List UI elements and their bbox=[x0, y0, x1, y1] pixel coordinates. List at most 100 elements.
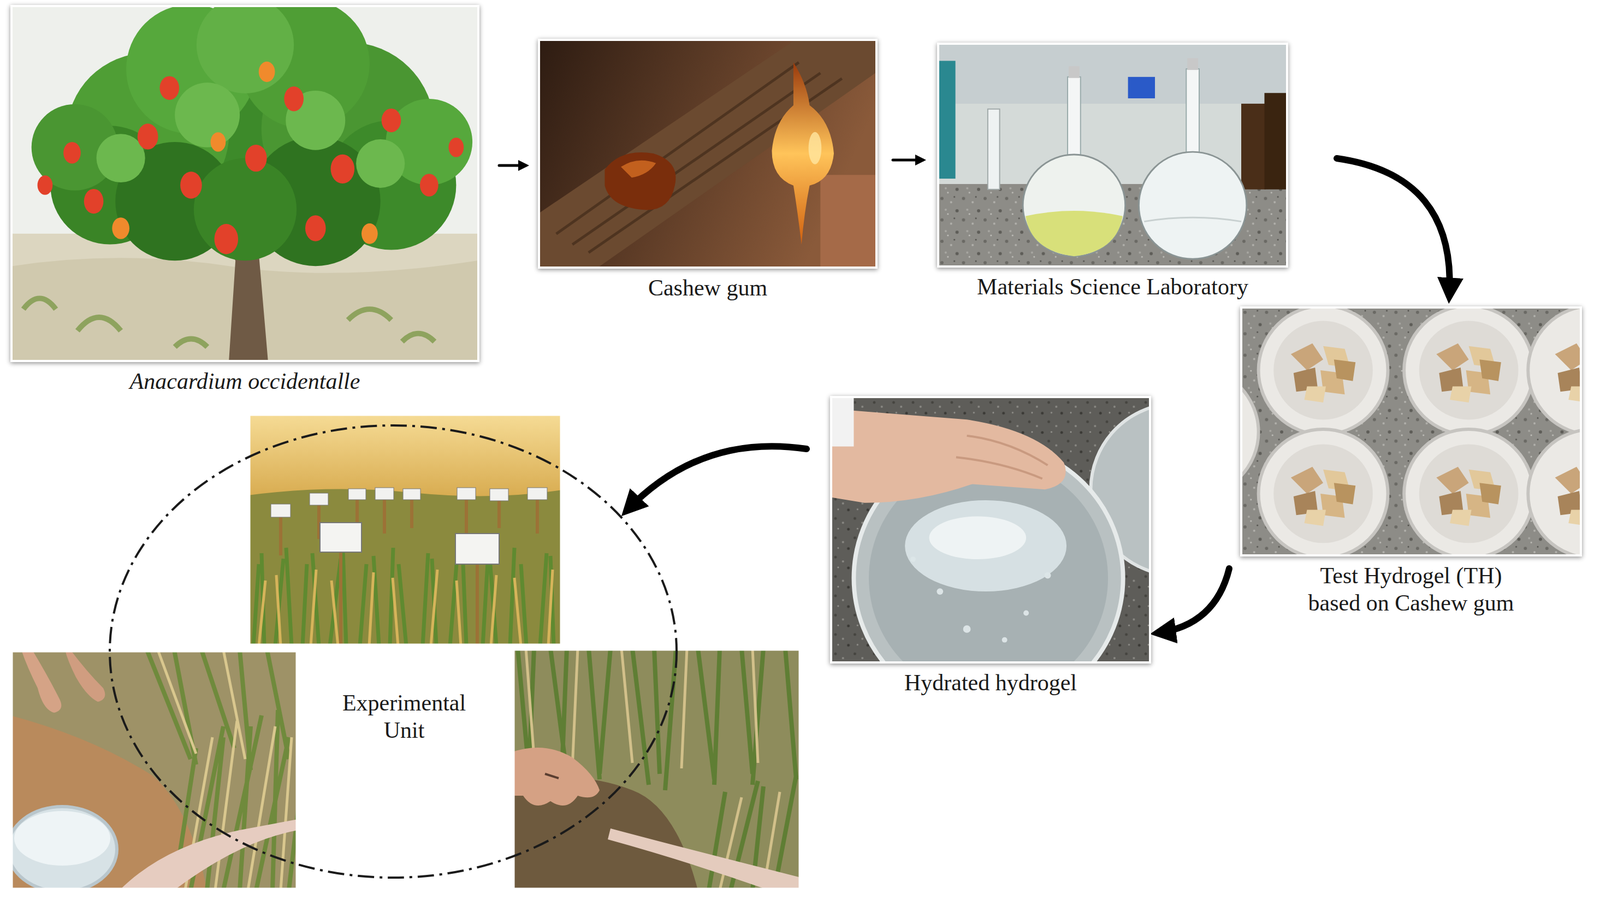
illustration-part bbox=[1403, 429, 1534, 557]
illustration-part bbox=[832, 409, 1066, 503]
illustration-part bbox=[455, 533, 500, 565]
illustration-part bbox=[1273, 321, 1519, 544]
illustration-part bbox=[771, 62, 834, 245]
illustration-part bbox=[270, 504, 291, 518]
illustration-part bbox=[544, 773, 559, 779]
photo-caption: Test Hydrogel (TH) based on Cashew gum bbox=[1296, 561, 1526, 618]
illustration-part bbox=[37, 175, 53, 195]
illustration-part bbox=[963, 625, 971, 633]
illustration-part bbox=[247, 489, 563, 647]
illustration-part bbox=[1002, 637, 1008, 643]
unit-label: Experimental Unit bbox=[322, 689, 487, 745]
illustration-part bbox=[620, 160, 656, 179]
illustration-part bbox=[249, 414, 562, 645]
illustration-part bbox=[956, 435, 1048, 479]
illustration-part bbox=[1138, 151, 1247, 259]
illustration-part bbox=[512, 747, 600, 806]
illustration-part bbox=[1403, 306, 1534, 435]
illustration-part bbox=[7, 806, 117, 892]
illustration-part bbox=[11, 650, 298, 890]
illustration-part bbox=[489, 488, 509, 501]
illustration-part bbox=[1555, 466, 1582, 526]
illustration-part bbox=[180, 171, 203, 199]
illustration-part bbox=[419, 173, 439, 197]
illustration-part bbox=[309, 493, 329, 506]
illustration-part bbox=[1022, 154, 1126, 257]
illustration-part bbox=[1527, 429, 1582, 557]
illustration-part bbox=[84, 188, 104, 214]
illustration-part bbox=[513, 649, 800, 890]
illustration-part bbox=[808, 132, 822, 165]
illustration-part bbox=[196, 4, 294, 94]
illustration-part bbox=[348, 488, 366, 500]
illustration-part bbox=[512, 648, 802, 891]
illustration-part bbox=[403, 488, 421, 500]
illustration-part bbox=[14, 810, 111, 866]
illustration-part bbox=[64, 649, 105, 702]
illustration-part bbox=[820, 174, 876, 267]
illustration-part bbox=[929, 516, 1027, 560]
photo-caption: Cashew gum bbox=[537, 274, 878, 302]
illustration-part bbox=[1144, 217, 1242, 222]
photo-caption: Anacardium occidentalle bbox=[10, 367, 480, 395]
illustration-part bbox=[63, 141, 81, 164]
illustration-part bbox=[375, 487, 394, 500]
illustration-part bbox=[159, 75, 180, 100]
illustration-part bbox=[1419, 321, 1519, 420]
illustration-part bbox=[283, 86, 304, 111]
flow-arrow bbox=[892, 158, 923, 162]
illustration-part bbox=[361, 223, 378, 245]
illustration-part bbox=[987, 109, 1000, 190]
illustration-part bbox=[527, 487, 548, 500]
flow-arrow bbox=[1336, 158, 1450, 296]
illustration-part bbox=[540, 40, 876, 267]
illustration-part bbox=[1258, 429, 1389, 557]
illustration-part bbox=[23, 298, 435, 347]
illustration-part bbox=[939, 44, 1287, 104]
illustration-part bbox=[607, 828, 802, 891]
photo-caption: Materials Science Laboratory bbox=[937, 273, 1289, 301]
illustration-part bbox=[109, 425, 677, 878]
illustration-part bbox=[604, 152, 676, 210]
illustration-part bbox=[111, 61, 378, 245]
illustration-part bbox=[258, 569, 553, 647]
illustration-part bbox=[936, 588, 944, 595]
illustration-part bbox=[381, 108, 402, 133]
photo-node: Anacardium occidentalle bbox=[10, 4, 480, 395]
laboratory-photo bbox=[937, 42, 1289, 268]
illustration-part bbox=[1436, 466, 1501, 526]
illustration-part bbox=[939, 60, 956, 179]
cashew-gum-photo bbox=[537, 38, 878, 269]
photo-node: Cashew gum bbox=[537, 38, 878, 302]
illustration-part bbox=[96, 133, 146, 183]
test-hydrogel-photo bbox=[1240, 306, 1582, 557]
illustration-part bbox=[1240, 367, 1259, 497]
photo-node: Test Hydrogel (TH) based on Cashew gum bbox=[1240, 306, 1582, 618]
illustration-part bbox=[245, 144, 268, 172]
illustration-part bbox=[1273, 444, 1373, 544]
cashew-tree-photo bbox=[10, 4, 480, 363]
flow-arrow bbox=[626, 446, 807, 511]
illustration-part bbox=[556, 62, 843, 253]
flow-arrow bbox=[499, 164, 526, 168]
illustration-part bbox=[320, 522, 362, 553]
dashdot-ellipse bbox=[107, 423, 679, 880]
illustration-part bbox=[258, 61, 276, 83]
illustration-part bbox=[448, 137, 464, 158]
experimental-unit-ellipse: Experimental Unit bbox=[107, 423, 679, 880]
illustration-part bbox=[1068, 66, 1080, 79]
illustration-part bbox=[1419, 444, 1519, 544]
photo-caption: Hydrated hydrogel bbox=[830, 668, 1152, 697]
illustration-part bbox=[253, 547, 554, 647]
illustration-part bbox=[10, 649, 299, 891]
illustration-part bbox=[356, 139, 405, 188]
illustration-part bbox=[1241, 103, 1266, 190]
illustration-part bbox=[1187, 58, 1199, 71]
illustration-part bbox=[1273, 321, 1373, 420]
illustration-part bbox=[214, 223, 239, 254]
illustration-part bbox=[174, 82, 240, 148]
illustration-part bbox=[904, 500, 1067, 592]
illustration-part bbox=[111, 217, 130, 240]
illustration-part bbox=[137, 123, 159, 150]
